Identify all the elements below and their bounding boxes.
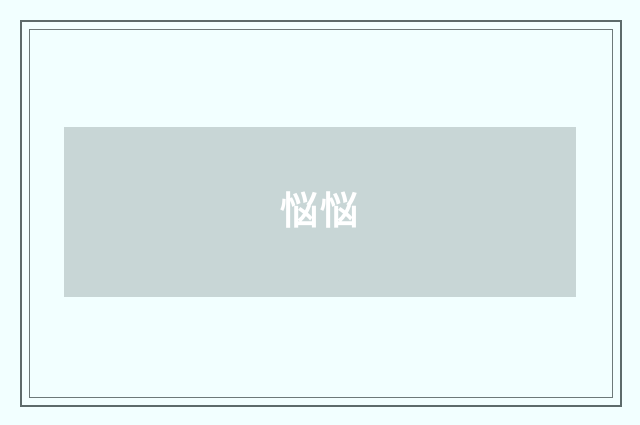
banner-text: 悩悩 [279, 189, 360, 233]
outer-border [20, 20, 622, 407]
banner: 悩悩 [64, 127, 576, 297]
inner-border [29, 29, 613, 398]
